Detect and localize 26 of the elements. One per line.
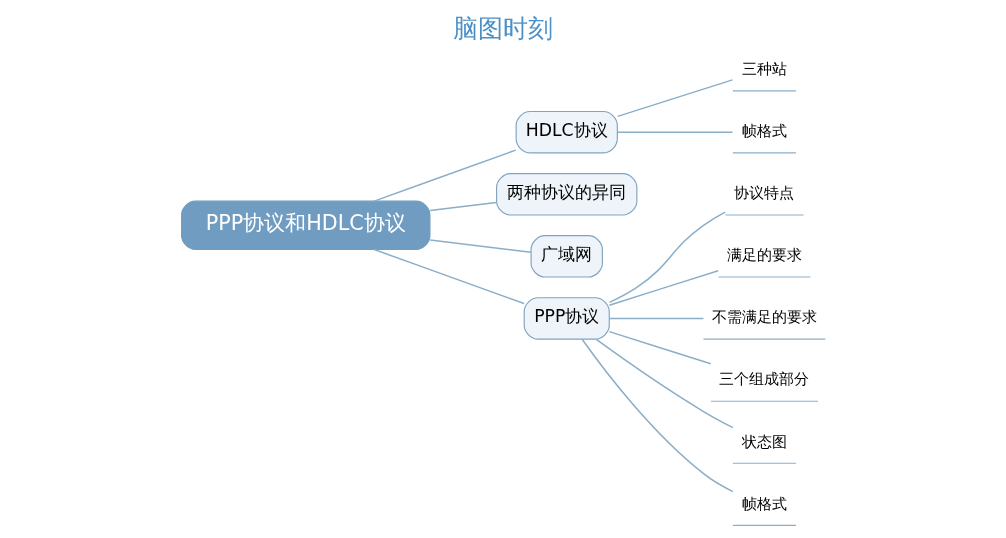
connector — [428, 239, 532, 253]
connector — [608, 269, 719, 306]
connector — [608, 317, 704, 320]
connector — [608, 330, 711, 365]
node-text: 三种站 — [741, 60, 787, 79]
node-box: 两种协议的异同 — [495, 173, 637, 216]
connector — [608, 211, 726, 304]
node-text: 协议特点 — [733, 184, 794, 203]
connector — [428, 201, 497, 212]
node-box: PPP协议 — [523, 297, 610, 340]
node-text: 帧格式 — [741, 122, 787, 141]
connector — [616, 131, 733, 133]
node-text: 帧格式 — [741, 494, 787, 513]
node-box: PPP协议和HDLC协议 — [180, 200, 430, 251]
node-text: 状态图 — [741, 432, 787, 451]
node-box: HDLC协议 — [515, 110, 618, 154]
connector — [372, 149, 517, 202]
node-box: 广域网 — [530, 235, 603, 278]
node-text: 满足的要求 — [726, 246, 802, 265]
connector — [580, 338, 734, 493]
connector — [372, 248, 525, 305]
connector — [595, 338, 734, 429]
node-text: 不需满足的要求 — [711, 308, 817, 327]
connector — [616, 79, 733, 118]
diagram-title: 脑图时刻 — [453, 14, 553, 44]
node-text: 三个组成部分 — [718, 370, 809, 389]
